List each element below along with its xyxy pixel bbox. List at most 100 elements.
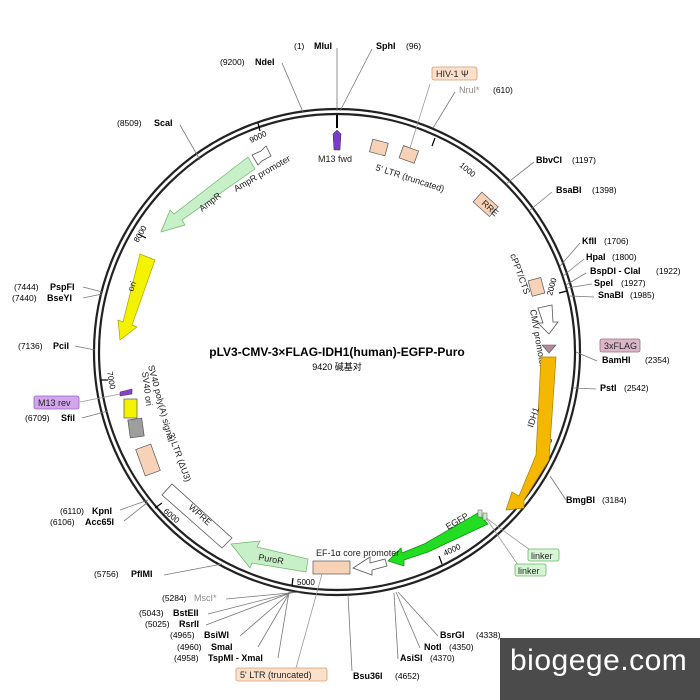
site-acc65i[interactable]: (6106) Acc65I	[50, 501, 149, 527]
plasmid-name: pLV3-CMV-3×FLAG-IDH1(human)-EGFP-Puro	[209, 345, 464, 359]
site-snabi[interactable]: SnaBI (1985)	[569, 290, 655, 300]
site-position: (7136)	[18, 341, 43, 351]
plasmid-size: 9420 碱基对	[312, 361, 362, 372]
site-tspmi-xmai[interactable]: (4958) TspMI - XmaI	[174, 591, 290, 663]
site-name: KflI	[582, 236, 597, 246]
site-sphi[interactable]: SphI (96)	[339, 41, 421, 112]
site-mlui[interactable]: (1) MluI	[294, 41, 338, 111]
feature-idh1[interactable]: IDH1	[505, 356, 557, 511]
site-name: BseYI	[47, 293, 72, 303]
site-smai[interactable]: (4960) SmaI	[177, 591, 291, 652]
site-name: Bsu36I	[353, 671, 383, 681]
site-position: (96)	[406, 41, 421, 51]
site-position: (5284)	[162, 593, 187, 603]
site-kfli[interactable]: KflI (1706)	[559, 236, 629, 267]
feature-egfp[interactable]: EGFP	[387, 511, 489, 567]
site-hpai[interactable]: HpaI (1800)	[562, 252, 637, 277]
tick-9000: 9000	[248, 129, 268, 145]
site-position: (4338)	[476, 630, 501, 640]
site-position: (1985)	[630, 290, 655, 300]
site-noti[interactable]: NotI (4350)	[395, 591, 474, 652]
site-bsabi[interactable]: BsaBI (1398)	[529, 185, 617, 211]
site-position: (5756)	[94, 569, 119, 579]
site-name: BbvCI	[536, 155, 562, 165]
site-name: BsiWI	[204, 630, 229, 640]
feature-m13-fwd[interactable]: M13 fwd	[318, 129, 352, 164]
site-bsu36i[interactable]: Bsu36I (4652)	[347, 594, 420, 681]
site-msci[interactable]: (5284) MscI*	[162, 591, 301, 603]
site-ndei[interactable]: (9200) NdeI	[220, 57, 304, 113]
site-pcii[interactable]: (7136) PciI	[18, 341, 96, 351]
feature-linker-1[interactable]: linker	[477, 509, 560, 562]
site-psti[interactable]: PstI (2542)	[573, 383, 649, 393]
site-spei[interactable]: SpeI (1927)	[566, 278, 646, 289]
site-position: (2354)	[645, 355, 670, 365]
site-bamhi[interactable]: BamHI (2354)	[575, 351, 670, 365]
feature-ori[interactable]: ori	[117, 253, 156, 341]
site-sfii[interactable]: (6709) SfiI	[25, 410, 109, 423]
site-name: SnaBI	[598, 290, 624, 300]
site-asisi[interactable]: AsiSI (4370)	[393, 592, 455, 663]
feature-label: M13 fwd	[318, 154, 352, 164]
site-position: (5025)	[145, 619, 170, 629]
site-pspfi[interactable]: (7444) PspFI	[14, 282, 103, 293]
tick-7000: 7000	[105, 371, 117, 391]
feature-label: M13 rev	[38, 398, 71, 408]
feature-3ltr[interactable]: 3' LTR (ΔU3)	[135, 431, 193, 483]
site-name: SpeI	[594, 278, 613, 288]
site-bseyi[interactable]: (7440) BseYI	[12, 293, 103, 303]
site-name: Acc65I	[85, 517, 114, 527]
feature-hiv1-psi[interactable]: HIV-1 Ψ	[398, 66, 478, 164]
feature-ef1a-promoter[interactable]: EF-1α core promoter	[316, 548, 399, 576]
feature-label: cPPT/CTS	[508, 252, 532, 295]
site-name: BspDI - ClaI	[590, 266, 641, 276]
site-bsrgi[interactable]: BsrGI (4338)	[397, 591, 501, 640]
site-position: (8509)	[117, 118, 142, 128]
site-position: (4958)	[174, 653, 199, 663]
site-bspdi-clai[interactable]: BspDI - ClaI (1922)	[565, 266, 681, 286]
site-name: BsaBI	[556, 185, 582, 195]
feature-3xflag[interactable]: 3xFLAG	[541, 338, 641, 354]
site-nrui[interactable]: NruI* (610)	[432, 85, 513, 129]
site-bsteii[interactable]: (5043) BstEII	[139, 591, 295, 618]
tick-2000: 2000	[545, 276, 558, 296]
site-rsrii[interactable]: (5025) RsrII	[145, 591, 294, 629]
feature-5ltr-bottom[interactable]	[312, 560, 351, 575]
feature-puror[interactable]: PuroR	[230, 540, 309, 573]
site-name: HpaI	[586, 252, 606, 262]
site-bsiwi[interactable]: (4965) BsiWI	[170, 591, 292, 640]
site-position: (2542)	[624, 383, 649, 393]
site-name: PspFI	[50, 282, 75, 292]
feature-label: EF-1α core promoter	[316, 548, 399, 558]
site-name: AsiSI	[400, 653, 423, 663]
site-position: (6106)	[50, 517, 75, 527]
site-name: ScaI	[154, 118, 173, 128]
site-position: (1927)	[621, 278, 646, 288]
site-bbvci[interactable]: BbvCI (1197)	[505, 155, 596, 185]
site-position: (7440)	[12, 293, 37, 303]
site-position: (4350)	[449, 642, 474, 652]
site-name: KpnI	[92, 506, 112, 516]
feature-sv40-ori[interactable]: SV40 ori	[123, 371, 154, 419]
feature-m13-rev[interactable]: M13 rev	[33, 388, 133, 410]
feature-ampr[interactable]: AmpR	[160, 156, 256, 233]
site-position: (4960)	[177, 642, 202, 652]
site-kpni[interactable]: (6110) KpnI	[60, 499, 149, 516]
site-name: SfiI	[61, 413, 75, 423]
site-name: PflMI	[131, 569, 153, 579]
feature-cppt-cts[interactable]: cPPT/CTS	[508, 252, 546, 297]
feature-5ltr-bottom-label[interactable]: 5' LTR (truncated)	[235, 573, 328, 682]
site-name: PciI	[53, 341, 69, 351]
site-position: (7444)	[14, 282, 39, 292]
site-position: (9200)	[220, 57, 245, 67]
feature-rre[interactable]: RRE	[472, 191, 500, 218]
feature-linker-2[interactable]: linker	[482, 512, 547, 577]
site-bmgbi[interactable]: BmgBI (3184)	[549, 475, 627, 505]
site-pflmi[interactable]: (5756) PflMI	[94, 563, 223, 579]
feature-label: PuroR	[258, 552, 285, 566]
tick-5000: 5000	[297, 578, 315, 587]
site-position: (4370)	[430, 653, 455, 663]
site-scai[interactable]: (8509) ScaI	[117, 118, 201, 161]
site-name: TspMI - XmaI	[208, 653, 263, 663]
